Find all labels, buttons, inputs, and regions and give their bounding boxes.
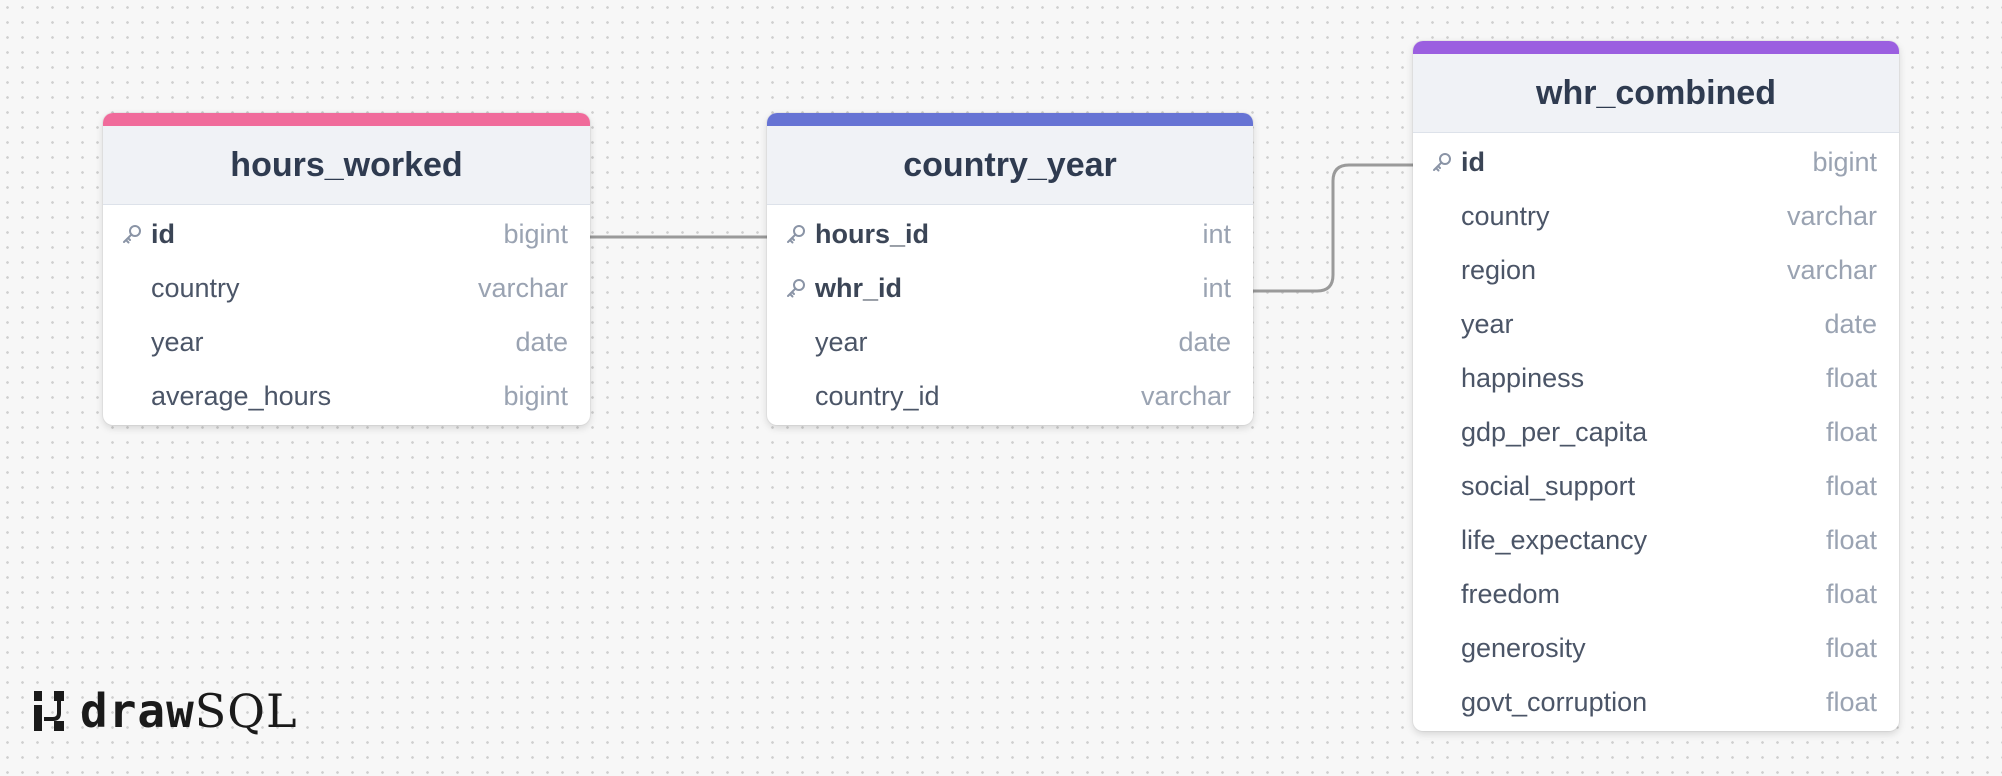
column-list: id bigint country varchar year date average_ho… [103,205,590,425]
column-name: gdp_per_capita [1461,416,1648,447]
key-icon [121,223,151,245]
column-name: whr_id [815,272,903,303]
column-type: varchar [1140,380,1231,411]
column-row[interactable]: gdp_per_capita float [1413,405,1899,459]
column-type: bigint [503,218,568,249]
column-type: float [1825,362,1877,393]
column-type: date [1824,308,1877,339]
column-row[interactable]: region varchar [1413,243,1899,297]
table-title: country_year [767,126,1253,205]
column-type: varchar [477,272,568,303]
key-icon [785,277,815,299]
column-row[interactable]: year date [103,315,590,369]
table-hours-worked[interactable]: hours_worked id bigint country varchar year d… [103,113,590,425]
column-row[interactable]: life_expectancy float [1413,513,1899,567]
table-accent-bar [103,113,590,126]
table-accent-bar [767,113,1253,126]
drawsql-wordmark: drawSQL [80,684,298,738]
table-title: whr_combined [1413,54,1899,133]
column-type: varchar [1786,200,1877,231]
column-type: int [1202,272,1231,303]
column-row[interactable]: whr_id int [767,261,1253,315]
column-type: float [1825,686,1877,717]
column-row[interactable]: social_support float [1413,459,1899,513]
column-type: date [515,326,568,357]
column-type: bigint [1812,146,1877,177]
column-type: float [1825,470,1877,501]
column-type: float [1825,632,1877,663]
column-name: social_support [1461,470,1636,501]
column-row[interactable]: hours_id int [767,207,1253,261]
column-name: freedom [1461,578,1561,609]
key-icon [1431,151,1461,173]
table-accent-bar [1413,41,1899,54]
column-row[interactable]: happiness float [1413,351,1899,405]
column-name: happiness [1461,362,1585,393]
column-row[interactable]: country varchar [103,261,590,315]
column-row[interactable]: year date [1413,297,1899,351]
column-name: generosity [1461,632,1586,663]
relationship-country-year-to-whr-combined [1253,163,1413,293]
column-row[interactable]: year date [767,315,1253,369]
drawsql-logo-icon [34,691,64,731]
column-name: govt_corruption [1461,686,1648,717]
drawsql-wordmark-bold: draw [80,684,195,738]
column-name: average_hours [151,380,332,411]
column-type: float [1825,416,1877,447]
column-name: year [1461,308,1514,339]
column-type: bigint [503,380,568,411]
column-name: id [1461,146,1485,177]
column-type: float [1825,578,1877,609]
column-name: id [151,218,175,249]
column-name: year [815,326,868,357]
column-row[interactable]: govt_corruption float [1413,675,1899,729]
drawsql-wordmark-light: SQL [194,684,298,738]
column-name: country_id [815,380,940,411]
column-row[interactable]: country varchar [1413,189,1899,243]
column-name: year [151,326,204,357]
column-name: hours_id [815,218,930,249]
table-title: hours_worked [103,126,590,205]
column-row[interactable]: freedom float [1413,567,1899,621]
column-type: varchar [1786,254,1877,285]
column-row[interactable]: generosity float [1413,621,1899,675]
column-row[interactable]: id bigint [1413,135,1899,189]
column-type: int [1202,218,1231,249]
column-list: id bigint country varchar region varchar year d… [1413,133,1899,731]
column-row[interactable]: country_id varchar [767,369,1253,423]
column-name: country [151,272,240,303]
column-name: country [1461,200,1550,231]
column-type: float [1825,524,1877,555]
column-row[interactable]: id bigint [103,207,590,261]
column-type: date [1178,326,1231,357]
column-row[interactable]: average_hours bigint [103,369,590,423]
drawsql-logo[interactable]: drawSQL [32,684,298,738]
column-name: life_expectancy [1461,524,1648,555]
column-name: region [1461,254,1537,285]
key-icon [785,223,815,245]
